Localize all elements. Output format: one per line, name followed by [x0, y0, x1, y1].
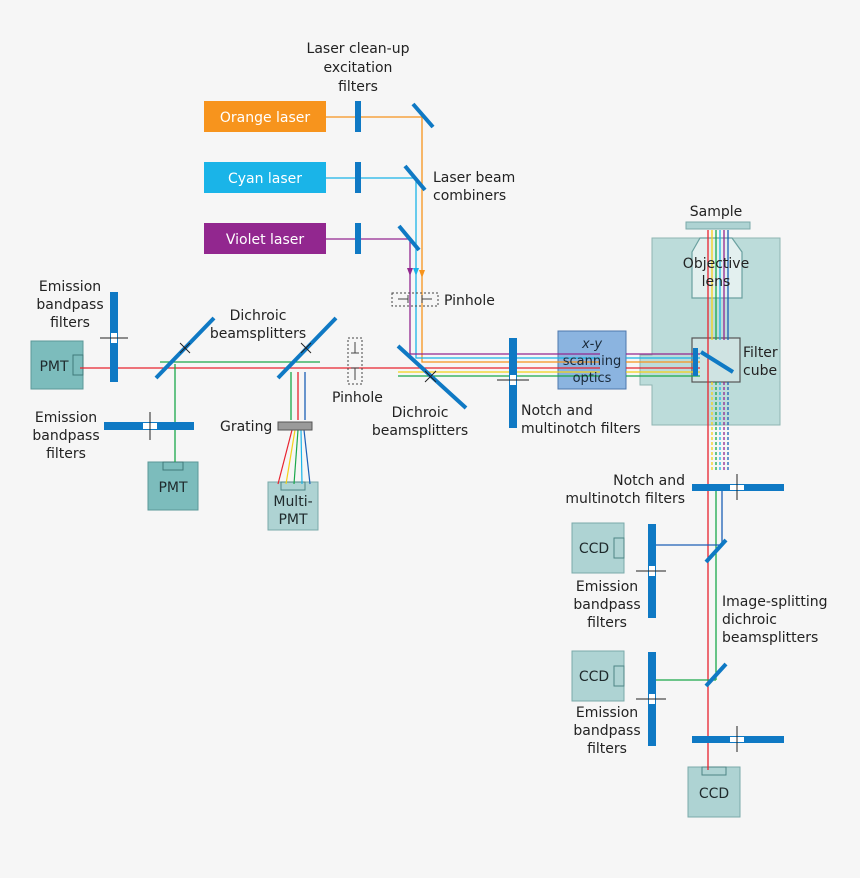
- pmt-left: [30, 340, 84, 390]
- dichroic-marks: [179, 342, 437, 383]
- grating: [277, 421, 313, 431]
- bottom-ccd-filter: [692, 726, 784, 752]
- mirrors: [154, 102, 735, 688]
- notch-right-label-2: multinotch filters: [565, 491, 685, 507]
- cleanup-filters: [355, 101, 361, 254]
- image-splitting-label-2: dichroic: [722, 612, 777, 628]
- pinhole-mid-label: Pinhole: [332, 390, 383, 406]
- ccd-3-label: CCD: [699, 786, 729, 802]
- cleanup-label-3: filters: [338, 79, 378, 95]
- cyan-laser-label: Cyan laser: [228, 171, 302, 187]
- grating-label: Grating: [220, 419, 272, 435]
- excitation-beams: [326, 116, 700, 363]
- ccd-2: [571, 650, 625, 702]
- emission-ccd1-label-3: filters: [587, 615, 627, 631]
- emission-top-left-label-3: filters: [50, 315, 90, 331]
- pinhole-top: [391, 292, 439, 307]
- pinhole-top-label: Pinhole: [444, 293, 495, 309]
- emission-bottom-left-label-1: Emission: [35, 410, 97, 426]
- pmt-left-window: [72, 354, 84, 376]
- pmt-bottom-window: [162, 461, 184, 471]
- ccd-1-window: [613, 537, 625, 559]
- multi-pmt-label-1: Multi-: [273, 494, 312, 510]
- microscope-body: [639, 237, 781, 426]
- scanning-optics-label-1: x-y: [581, 337, 602, 352]
- ccd-3-window: [701, 766, 727, 776]
- filter-cube-label-2: cube: [743, 363, 777, 379]
- emission-ccd2-label-2: bandpass: [573, 723, 640, 739]
- objective-lens: [691, 237, 743, 299]
- objective-label-2: lens: [702, 274, 731, 290]
- objective-label-1: Objective: [683, 256, 749, 272]
- emission-filter-top-left: [100, 292, 128, 382]
- orange-laser-label: Orange laser: [220, 110, 311, 126]
- emission-ccd1-label-1: Emission: [576, 579, 638, 595]
- scanning-optics-box: [557, 330, 627, 390]
- emission-top-left-label-2: bandpass: [36, 297, 103, 313]
- emission-filter-ccd1: [636, 524, 666, 618]
- combiners-label-2: combiners: [433, 188, 506, 204]
- cleanup-label-1: Laser clean-up: [307, 41, 410, 57]
- image-splitting-label-3: beamsplitters: [722, 630, 818, 646]
- violet-laser-label: Violet laser: [226, 232, 305, 248]
- pmt-bottom-label: PMT: [158, 480, 188, 496]
- emission-filter-bottom-left: [104, 412, 194, 440]
- emission-top-left-label-1: Emission: [39, 279, 101, 295]
- emission-bottom-left-label-2: bandpass: [32, 428, 99, 444]
- multi-pmt-label-2: PMT: [278, 512, 308, 528]
- dichroic-center-label-2: beamsplitters: [372, 423, 468, 439]
- violet-laser-box: [204, 223, 326, 254]
- combiners-label-1: Laser beam: [433, 170, 515, 186]
- scanning-optics-label-3: optics: [573, 371, 612, 386]
- grating-fan: [277, 429, 311, 485]
- filter-cube-filters: [693, 348, 698, 376]
- cyan-laser-box: [204, 162, 326, 193]
- emission-filter-ccd2: [636, 652, 666, 746]
- pinhole-mid: [347, 337, 363, 385]
- notch-center-label-2: multinotch filters: [521, 421, 641, 437]
- emission-ccd1-label-2: bandpass: [573, 597, 640, 613]
- ccd-1-label: CCD: [579, 541, 609, 557]
- notch-right-label-1: Notch and: [613, 473, 685, 489]
- sample-label: Sample: [690, 204, 743, 220]
- ccd-2-label: CCD: [579, 669, 609, 685]
- multi-pmt-window: [280, 481, 306, 491]
- emission-ccd2-label-1: Emission: [576, 705, 638, 721]
- beam-arrowheads: [407, 268, 425, 278]
- image-splitting-label-1: Image-splitting: [722, 594, 828, 610]
- scanning-optics-label-2: scanning: [563, 354, 621, 369]
- dichroic-left-label-1: Dichroic: [230, 308, 287, 324]
- sample-slide: [685, 221, 751, 230]
- pmt-left-label: PMT: [39, 359, 69, 375]
- emission-beams: [80, 361, 700, 462]
- notch-filter-center: [497, 338, 529, 428]
- dichroic-left-label-2: beamsplitters: [210, 326, 306, 342]
- orange-laser-box: [204, 101, 326, 132]
- notch-center-label-1: Notch and: [521, 403, 593, 419]
- emission-ccd2-label-3: filters: [587, 741, 627, 757]
- filter-cube-label-1: Filter: [743, 345, 778, 361]
- notch-filter-right: [692, 474, 784, 500]
- cleanup-label-2: excitation: [324, 60, 393, 76]
- dichroic-center-label-1: Dichroic: [392, 405, 449, 421]
- ccd-2-window: [613, 665, 625, 687]
- emission-bottom-left-label-3: filters: [46, 446, 86, 462]
